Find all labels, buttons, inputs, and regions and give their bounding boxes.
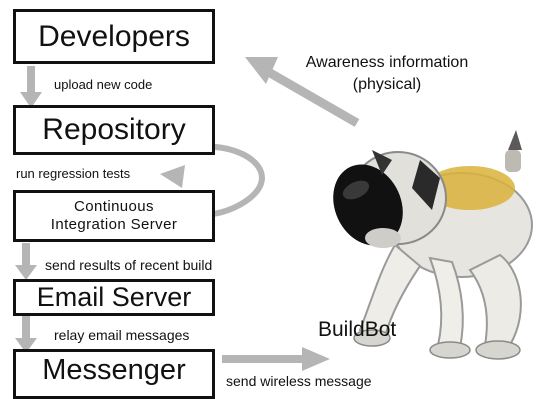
regression-label: run regression tests <box>16 166 131 181</box>
awareness-line1: Awareness information <box>305 54 469 71</box>
ci-server-label-line1: Continuous <box>74 198 154 215</box>
developers-box: Developers <box>13 9 215 64</box>
arrow-regression-loop <box>160 143 266 217</box>
buildbot-label: BuildBot <box>318 318 397 341</box>
arrow-messenger-to-buildbot <box>222 347 330 371</box>
messenger-box: Messenger <box>13 349 215 399</box>
ci-server-label-line2: Integration Server <box>50 216 178 233</box>
arrow-email-to-messenger <box>15 314 37 353</box>
email-server-label: Email Server <box>36 282 192 313</box>
arrow-awareness <box>245 57 360 127</box>
messenger-label: Messenger <box>42 354 186 386</box>
results-label: send results of recent build <box>45 257 213 273</box>
ci-server-box: Continuous Integration Server <box>13 190 215 242</box>
wireless-label: send wireless message <box>226 373 372 389</box>
developers-label: Developers <box>38 19 190 53</box>
repository-label: Repository <box>42 113 186 147</box>
arrow-developers-to-repository <box>20 66 42 108</box>
relay-label: relay email messages <box>54 327 190 343</box>
upload-label: upload new code <box>54 77 153 92</box>
email-server-box: Email Server <box>13 279 215 316</box>
arrow-ci-to-email <box>15 243 37 280</box>
repository-box: Repository <box>13 105 215 155</box>
awareness-line2: (physical) <box>352 76 422 93</box>
awareness-annotation: Awareness information (physical) <box>262 52 512 96</box>
